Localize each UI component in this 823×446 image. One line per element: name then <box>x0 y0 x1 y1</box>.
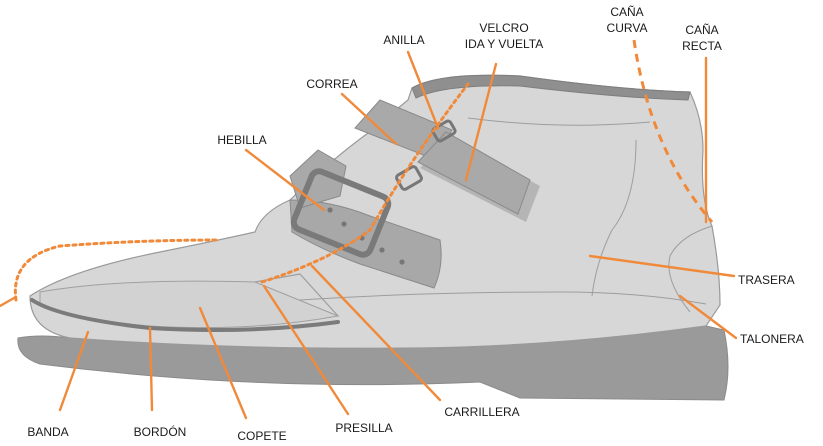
label-cana-curva-line1: CAÑA <box>610 5 644 19</box>
leader-presilla <box>262 284 350 416</box>
dotted-lining-outline <box>13 238 220 302</box>
leader-carrillera <box>310 264 442 402</box>
label-correa: CORREA <box>306 77 358 91</box>
leader-talonera <box>678 294 738 340</box>
strap-hole <box>341 221 347 227</box>
label-copete: COPETE <box>237 429 287 443</box>
leader-banda <box>58 330 90 412</box>
correa-strap <box>354 99 453 161</box>
label-cana-recta-line2: RECTA <box>682 39 722 53</box>
hebilla-buckle <box>290 168 392 258</box>
velcro-strap <box>417 131 531 215</box>
leader-hebilla <box>244 148 326 212</box>
tongue-seam <box>467 117 651 126</box>
leader-bordon <box>148 326 154 412</box>
label-cana-recta: CAÑA RECTA <box>682 22 722 54</box>
anilla-ring-upper <box>431 119 457 143</box>
leader-velcro <box>464 62 498 182</box>
label-talonera: TALONERA <box>740 332 804 346</box>
label-carrillera: CARRILLERA <box>444 405 520 419</box>
label-hebilla: HEBILLA <box>217 133 267 147</box>
strap-hole <box>379 247 385 253</box>
label-trasera: TRASERA <box>738 273 795 287</box>
leader-correa <box>340 92 398 146</box>
side-seam <box>299 291 707 305</box>
leader-trasera <box>588 254 736 278</box>
strap-hole <box>399 259 405 265</box>
label-cana-curva-line2: CURVA <box>606 21 648 35</box>
label-bordon: BORDÓN <box>133 425 187 439</box>
label-velcro-line1: VELCRO <box>479 21 529 35</box>
label-velcro: VELCRO IDA Y VUELTA <box>465 20 543 52</box>
cana-curva-line <box>632 39 714 223</box>
label-presilla: PRESILLA <box>335 421 393 435</box>
label-velcro-line2: IDA Y VUELTA <box>464 37 544 51</box>
leader-edge <box>0 296 16 308</box>
leader-copete <box>198 306 248 420</box>
label-anilla: ANILLA <box>383 33 425 47</box>
heel-seam <box>668 225 713 313</box>
quarter-seam <box>591 139 637 297</box>
carrillera-strap <box>289 199 442 289</box>
label-banda: BANDA <box>27 425 69 439</box>
leader-anilla <box>406 50 440 130</box>
shoe-collar <box>411 74 691 101</box>
label-cana-recta-line1: CAÑA <box>685 23 719 37</box>
strap-hole <box>327 207 333 213</box>
label-cana-curva: CAÑA CURVA <box>607 4 648 36</box>
